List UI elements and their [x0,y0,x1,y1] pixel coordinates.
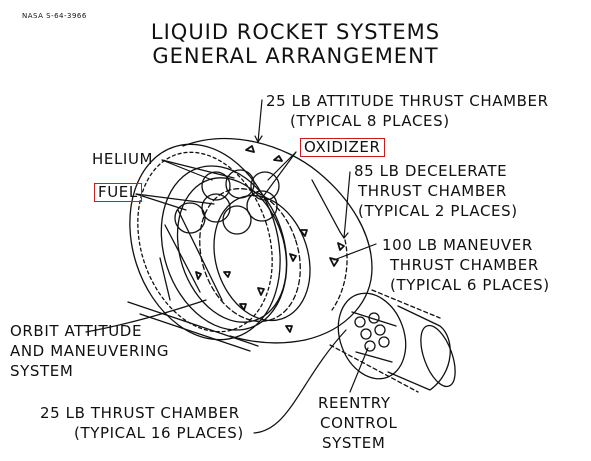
reentry-control-section [329,289,456,393]
label-fuel: FUEL [94,183,142,202]
label-maneuver-line2: THRUST CHAMBER [390,256,539,274]
label-oams-line2: AND MANEUVERING [10,342,170,360]
base-lines [127,301,259,352]
diagram-title-line2: GENERAL ARRANGEMENT [152,44,439,68]
label-maneuver-line3: (TYPICAL 6 PLACES) [390,276,550,294]
label-decelerate-line2: THRUST CHAMBER [358,182,507,200]
label-attitude-typical: (TYPICAL 8 PLACES) [290,112,450,130]
leader-lines [85,99,377,434]
label-helium: HELIUM [92,150,154,168]
label-maneuver-line1: 100 LB MANEUVER [382,236,533,254]
ring-structure [159,165,311,331]
label-oxidizer: OXIDIZER [300,138,385,157]
label-oams-line1: ORBIT ATTITUDE [10,322,143,340]
label-thrust16-line2: (TYPICAL 16 PLACES) [74,424,244,442]
photo-code: NASA S-64-3966 [22,12,87,20]
label-decelerate-line3: (TYPICAL 2 PLACES) [358,202,518,220]
propellant-tanks [174,169,280,235]
label-reentry-line1: REENTRY [318,394,391,412]
diagram-title-line1: LIQUID ROCKET SYSTEMS [150,20,441,44]
label-thrust16-line1: 25 LB THRUST CHAMBER [40,404,240,422]
label-decelerate-line1: 85 LB DECELERATE [354,162,508,180]
label-attitude-thrust-chamber: 25 LB ATTITUDE THRUST CHAMBER [266,92,549,110]
label-oams-line3: SYSTEM [10,362,74,380]
attitude-thrusters [195,145,345,333]
label-reentry-line2: CONTROL [320,414,398,432]
label-reentry-line3: SYSTEM [322,434,386,452]
